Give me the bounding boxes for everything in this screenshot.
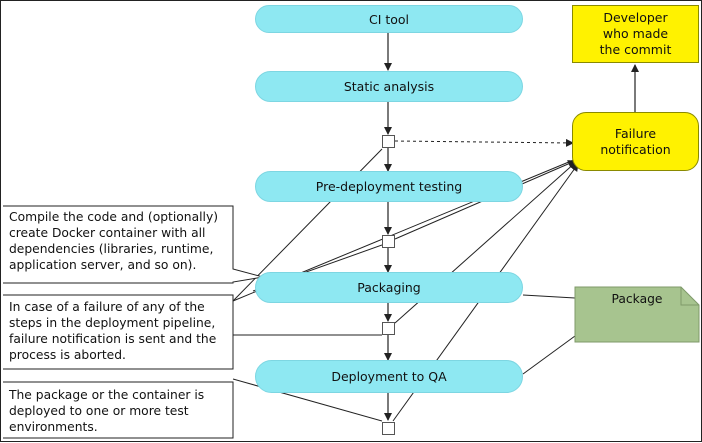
failure-label: Failure notification bbox=[600, 125, 671, 157]
actor-developer: Developer who made the commit bbox=[572, 5, 699, 63]
flow-gate1-to-failure bbox=[394, 138, 574, 147]
link-packaging-to-package bbox=[522, 294, 576, 299]
note-failure-text: In case of a failure of any of the steps… bbox=[9, 300, 217, 362]
actor-label: Developer who made the commit bbox=[599, 10, 672, 57]
failure-notification: Failure notification bbox=[572, 112, 699, 171]
step-label: Pre-deployment testing bbox=[315, 179, 463, 194]
step-label: Packaging bbox=[357, 280, 421, 295]
step-ci-tool: CI tool bbox=[255, 5, 523, 33]
step-pre-deployment-testing: Pre-deployment testing bbox=[255, 171, 523, 202]
note-compile-text: Compile the code and (optionally) create… bbox=[9, 210, 219, 272]
step-packaging: Packaging bbox=[255, 272, 523, 303]
step-label: Static analysis bbox=[343, 79, 435, 94]
gate-after-static-analysis bbox=[382, 135, 395, 148]
note-compile: Compile the code and (optionally) create… bbox=[9, 209, 231, 273]
gate-after-testing bbox=[382, 235, 395, 248]
step-static-analysis: Static analysis bbox=[255, 71, 523, 102]
step-deployment-to-qa: Deployment to QA bbox=[255, 360, 523, 393]
gate-after-packaging bbox=[382, 322, 395, 335]
link-deploy-to-package bbox=[522, 335, 576, 375]
note-failure-shape bbox=[3, 294, 234, 370]
note-failure: In case of a failure of any of the steps… bbox=[9, 299, 231, 363]
step-label: CI tool bbox=[368, 11, 410, 27]
package-fold bbox=[680, 287, 699, 306]
note-deploy-shape bbox=[3, 381, 234, 439]
package-label: Package bbox=[611, 292, 663, 306]
package-artifact-shape bbox=[574, 286, 700, 343]
note-deploy-text: The package or the container is deployed… bbox=[9, 388, 205, 434]
gate-after-deployment bbox=[382, 422, 395, 435]
note-deploy: The package or the container is deployed… bbox=[9, 387, 231, 435]
step-label: Deployment to QA bbox=[331, 369, 447, 384]
